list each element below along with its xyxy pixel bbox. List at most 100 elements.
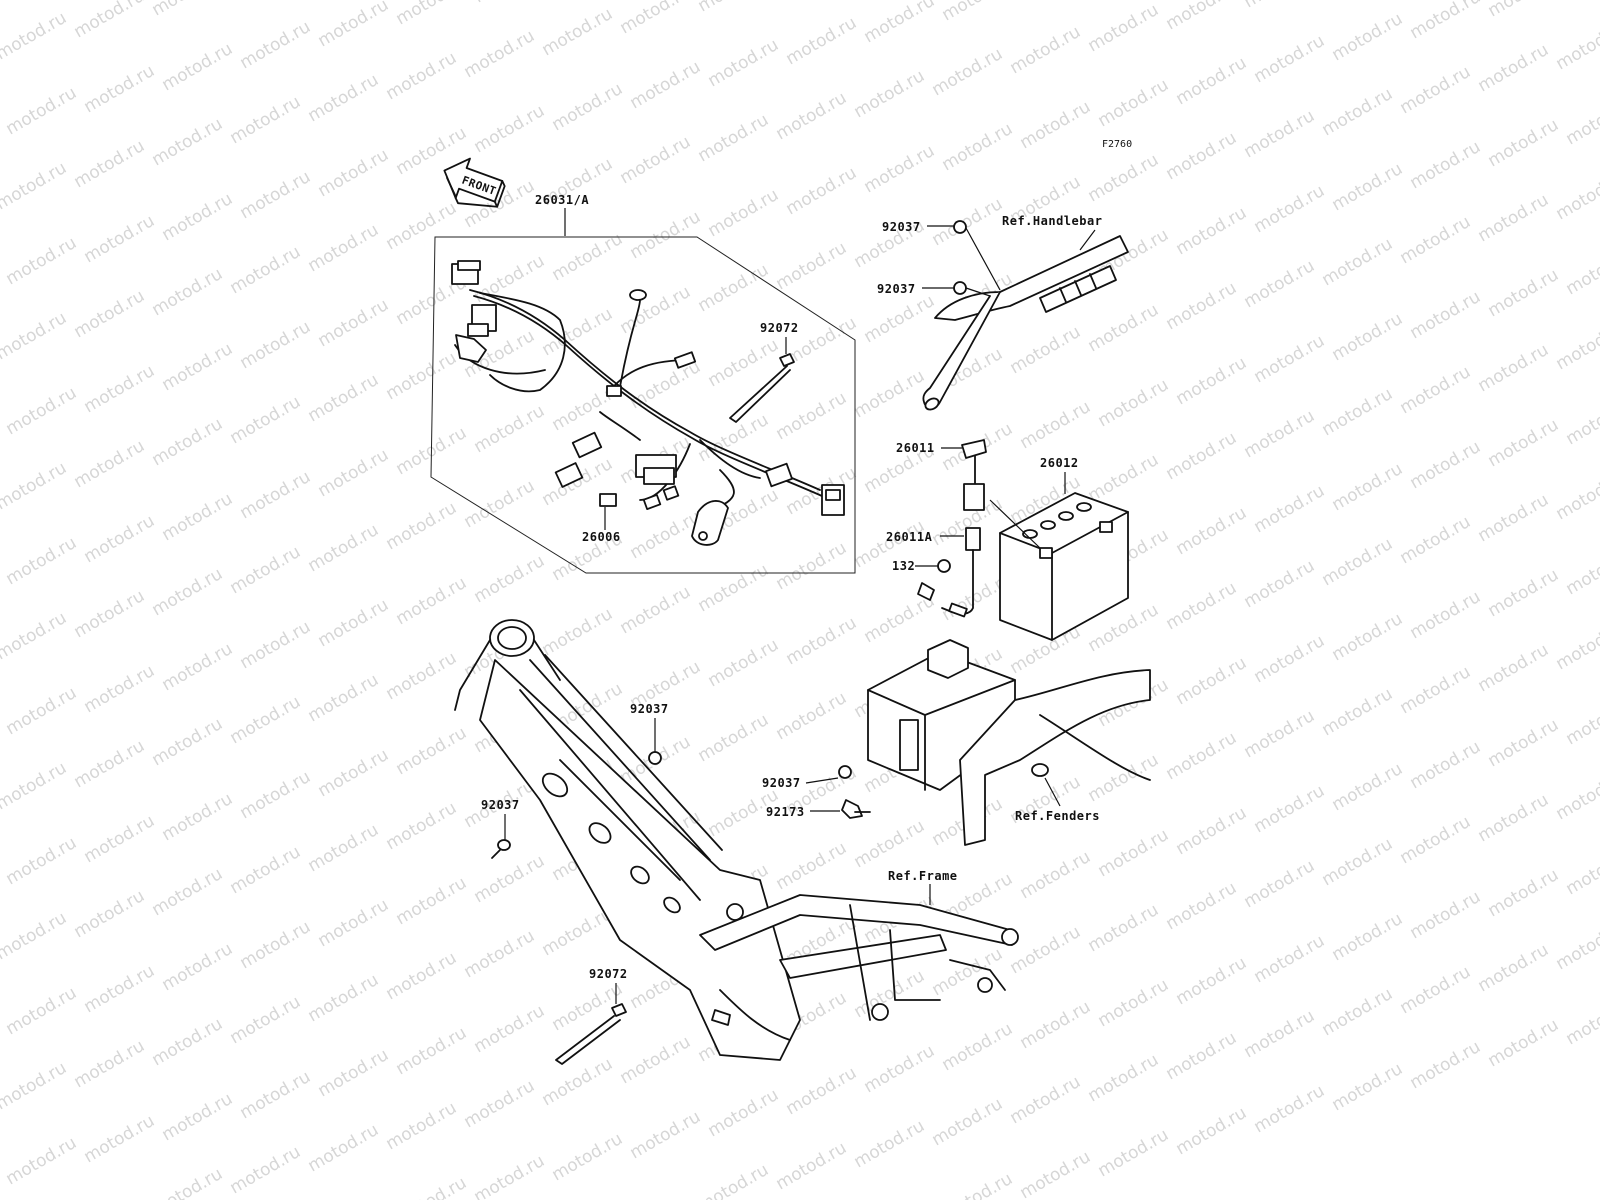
watermark-text: motod.ru [1407,587,1485,643]
callout-92072-inset: 92072 [760,321,799,335]
watermark-text: motod.ru [1319,84,1397,140]
watermark-text: motod.ru [227,692,305,748]
watermark-text: motod.ru [861,1041,939,1097]
watermark-text: motod.ru [695,260,773,316]
watermark-text: motod.ru [617,582,695,638]
watermark-text: motod.ru [237,317,315,373]
watermark-text: motod.ru [305,520,383,576]
watermark-text: motod.ru [1397,812,1475,868]
watermark-text: motod.ru [159,489,237,545]
watermark-text: motod.ru [1397,212,1475,268]
watermark-text: motod.ru [539,1054,617,1110]
watermark-text: motod.ru [861,141,939,197]
watermark-text: motod.ru [695,0,773,16]
watermark-text: motod.ru [315,0,393,51]
watermark-text: motod.ru [1241,856,1319,912]
watermark-text: motod.ru [1329,759,1407,815]
watermark-text: motod.ru [71,586,149,642]
watermark-text: motod.ru [1251,331,1329,387]
watermark-text: motod.ru [393,0,471,29]
watermark-text: motod.ru [461,1076,539,1132]
watermark-text: motod.ru [149,114,227,170]
watermark-text: motod.ru [851,816,929,872]
watermark-text: motod.ru [1017,0,1095,3]
watermark-text: motod.ru [1485,1015,1563,1071]
watermark-text: motod.ru [705,635,783,691]
harness-connector-3 [456,335,486,362]
callout-ref-handlebar: Ref.Handlebar [1002,214,1102,228]
watermark-text: motod.ru [1329,159,1407,215]
watermark-text: motod.ru [1407,437,1485,493]
watermark-text: motod.ru [71,286,149,342]
watermark-text: motod.ru [1485,565,1563,621]
watermark-text: motod.ru [1085,0,1163,56]
watermark-text: motod.ru [81,211,159,267]
watermark-text: motod.ru [1475,790,1553,846]
watermark-text: motod.ru [1407,287,1485,343]
ring-terminal [630,290,646,300]
watermark-text: motod.ru [1251,181,1329,237]
watermark-text: motod.ru [1563,93,1600,149]
watermark-text: motod.ru [1163,0,1241,34]
watermark-text: motod.ru [1251,931,1329,987]
watermark-text: motod.ru [1553,468,1600,524]
watermark-text: motod.ru [1173,203,1251,259]
watermark-text: motod.ru [383,48,461,104]
watermark-text: motod.ru [1085,750,1163,806]
watermark-text: motod.ru [1319,384,1397,440]
watermark-text: motod.ru [1329,9,1407,65]
clamp-icon-frame-upper [649,752,661,764]
watermark-text: motod.ru [1095,375,1173,431]
watermark-text: motod.ru [393,573,471,629]
watermark-text: motod.ru [773,1138,851,1194]
watermark-text: motod.ru [383,498,461,554]
watermark-text: motod.ru [929,1094,1007,1150]
watermark-text: motod.ru [549,79,627,135]
clamp-icon-fender [839,766,851,778]
watermark-text: motod.ru [471,1001,549,1057]
watermark-text: motod.ru [1319,534,1397,590]
watermark-text: motod.ru [695,560,773,616]
watermark-text: motod.ru [1163,878,1241,934]
watermark-text: motod.ru [939,119,1017,175]
watermark-text: motod.ru [1397,362,1475,418]
watermark-text: motod.ru [237,767,315,823]
watermark-text: motod.ru [159,189,237,245]
watermark-text: motod.ru [383,198,461,254]
watermark-text: motod.ru [1329,309,1407,365]
watermark-text: motod.ru [3,83,81,139]
watermark-text: motod.ru [1475,940,1553,996]
watermark-text: motod.ru [1397,62,1475,118]
watermark-text: motod.ru [315,1045,393,1101]
watermark-text: motod.ru [237,917,315,973]
watermark-text: motod.ru [1095,825,1173,881]
watermark-text: motod.ru [861,291,939,347]
watermark-text: motod.ru [383,648,461,704]
watermark-text: motod.ru [81,511,159,567]
watermark-text: motod.ru [705,185,783,241]
watermark-text: motod.ru [159,939,237,995]
watermark-text: motod.ru [471,851,549,907]
watermark-text: motod.ru [149,1014,227,1070]
watermark-text: motod.ru [237,617,315,673]
watermark-text: motod.ru [1553,618,1600,674]
watermark-text: motod.ru [783,613,861,669]
watermark-text: motod.ru [773,388,851,444]
watermark-text: motod.ru [861,0,939,47]
watermark-text: motod.ru [1173,1103,1251,1159]
watermark-text: motod.ru [1407,0,1485,43]
watermark-text: motod.ru [315,445,393,501]
watermark-text: motod.ru [1163,578,1241,634]
watermark-text: motod.ru [471,1151,549,1200]
watermark-text: motod.ru [237,167,315,223]
watermark-text: motod.ru [1017,1147,1095,1200]
watermark-text: motod.ru [237,1067,315,1123]
watermark-text: motod.ru [0,758,70,814]
watermark-text: motod.ru [1553,768,1600,824]
watermark-text: motod.ru [81,361,159,417]
lead-26011a-icon [966,528,980,550]
watermark-text: motod.ru [3,683,81,739]
watermark-text: motod.ru [3,383,81,439]
watermark-text: motod.ru [315,895,393,951]
